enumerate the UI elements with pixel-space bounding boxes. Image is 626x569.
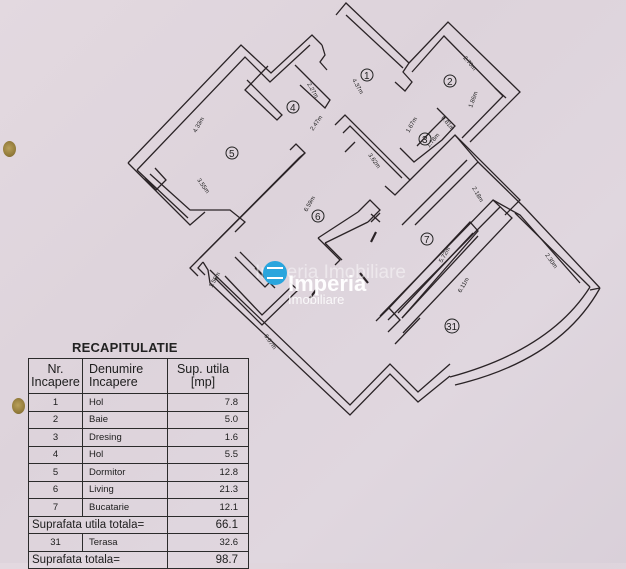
- grand-total-value: 98.7: [167, 550, 249, 569]
- room-nr: 6: [28, 480, 83, 499]
- header-area: Sup. utila [mp]: [167, 358, 249, 394]
- room-name: Terasa: [82, 533, 168, 552]
- table-row-terrace: 31 Terasa 32.6: [28, 533, 249, 552]
- room-area: 12.8: [167, 463, 249, 482]
- room-markers: 1 2 3 4 5 6 7 31: [225, 68, 460, 334]
- room-area: 7.8: [167, 393, 249, 412]
- room-area: 1.6: [167, 428, 249, 447]
- room-name: Hol: [82, 445, 168, 464]
- room-nr: 5: [28, 463, 83, 482]
- header-name: Denumire Incapere: [82, 358, 168, 394]
- svg-text:4.33m: 4.33m: [193, 117, 207, 134]
- svg-text:1.86m: 1.86m: [468, 91, 479, 109]
- table-row: 4 Hol 5.5: [28, 445, 249, 464]
- table-row: 7 Bucatarie 12.1: [28, 498, 249, 517]
- svg-text:6.11m: 6.11m: [458, 277, 471, 294]
- svg-text:31: 31: [446, 322, 458, 333]
- room-name: Bucatarie: [82, 498, 168, 517]
- room-name: Dresing: [82, 428, 168, 447]
- room-area: 21.3: [167, 480, 249, 499]
- binder-hole-icon: [12, 398, 25, 414]
- table-row: 3 Dresing 1.6: [28, 428, 249, 447]
- svg-text:1: 1: [364, 71, 370, 82]
- svg-text:6.07m: 6.07m: [262, 334, 276, 351]
- svg-text:2.18m: 2.18m: [470, 186, 484, 203]
- svg-text:3: 3: [422, 135, 428, 146]
- svg-text:6: 6: [315, 212, 321, 223]
- table-header-row: Nr. Incapere Denumire Incapere Sup. util…: [28, 358, 249, 394]
- room-area: 32.6: [167, 533, 249, 552]
- svg-text:3.55m: 3.55m: [195, 178, 209, 195]
- room-name: Dormitor: [82, 463, 168, 482]
- room-name: Living: [82, 480, 168, 499]
- table-row: 5 Dormitor 12.8: [28, 463, 249, 482]
- binder-hole-icon: [3, 141, 16, 157]
- usable-total-row: Suprafata utila totala= 66.1: [28, 515, 249, 534]
- grand-total-row: Suprafata totala= 98.7: [28, 550, 249, 569]
- room-area: 12.1: [167, 498, 249, 517]
- watermark-subtitle: Imobiliare: [288, 292, 345, 307]
- room-area: 5.0: [167, 410, 249, 429]
- recap-table: Nr. Incapere Denumire Incapere Sup. util…: [28, 358, 249, 569]
- table-row: 2 Baie 5.0: [28, 410, 249, 429]
- watermark-ghost-text: Imperia Imobiliare: [255, 262, 406, 283]
- svg-text:1.67m: 1.67m: [406, 117, 420, 134]
- usable-total-label: Suprafata utila totala=: [28, 515, 168, 534]
- usable-total-value: 66.1: [167, 515, 249, 534]
- header-nr: Nr. Incapere: [28, 358, 83, 394]
- room-nr: 4: [28, 445, 83, 464]
- room-nr: 7: [28, 498, 83, 517]
- room-nr: 31: [28, 533, 83, 552]
- svg-text:2.47m: 2.47m: [310, 115, 324, 132]
- table-row: 6 Living 21.3: [28, 480, 249, 499]
- grand-total-label: Suprafata totala=: [28, 550, 168, 569]
- table-row: 1 Hol 7.8: [28, 393, 249, 412]
- svg-text:7: 7: [424, 235, 430, 246]
- imperia-logo-icon: [263, 261, 287, 285]
- svg-text:4: 4: [290, 103, 296, 114]
- room-name: Hol: [82, 393, 168, 412]
- room-name: Baie: [82, 410, 168, 429]
- room-nr: 2: [28, 410, 83, 429]
- watermark-brand: Imperia: [288, 271, 367, 296]
- svg-text:2.70m: 2.70m: [461, 55, 476, 72]
- room-nr: 3: [28, 428, 83, 447]
- recap-title: RECAPITULATIE: [72, 340, 178, 355]
- room-nr: 1: [28, 393, 83, 412]
- svg-text:4.37m: 4.37m: [350, 78, 364, 95]
- svg-text:5: 5: [229, 149, 235, 160]
- svg-text:2: 2: [447, 77, 453, 88]
- room-area: 5.5: [167, 445, 249, 464]
